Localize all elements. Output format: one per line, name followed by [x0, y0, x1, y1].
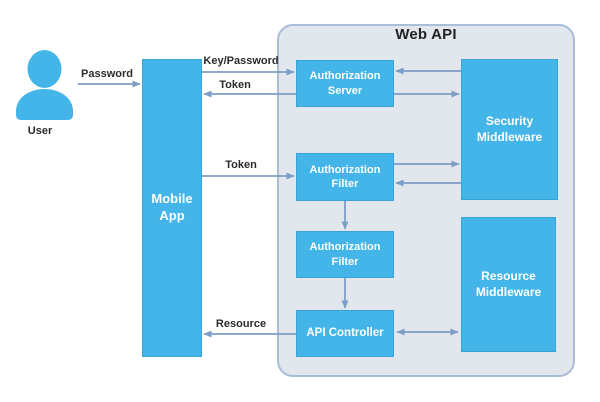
edge-label-resource: Resource	[215, 318, 267, 330]
node-authorization-filter-2: Authorization Filter	[296, 231, 394, 278]
node-authorization-server: Authorization Server	[296, 60, 394, 107]
edge-label-key-password: Key/Password	[203, 55, 279, 67]
edge-label-token-mid: Token	[225, 159, 257, 171]
edge-label-password: Password	[81, 68, 133, 80]
user-icon	[13, 50, 76, 121]
web-api-title: Web API	[395, 26, 457, 43]
node-authorization-filter-1: Authorization Filter	[296, 153, 394, 201]
node-security-middleware: Security Middleware	[461, 59, 558, 200]
node-api-controller: API Controller	[296, 310, 394, 357]
edge-label-token-top: Token	[219, 79, 251, 91]
node-mobile-app: Mobile App	[142, 59, 202, 357]
node-resource-middleware: Resource Middleware	[461, 217, 556, 352]
user-label: User	[27, 125, 53, 137]
